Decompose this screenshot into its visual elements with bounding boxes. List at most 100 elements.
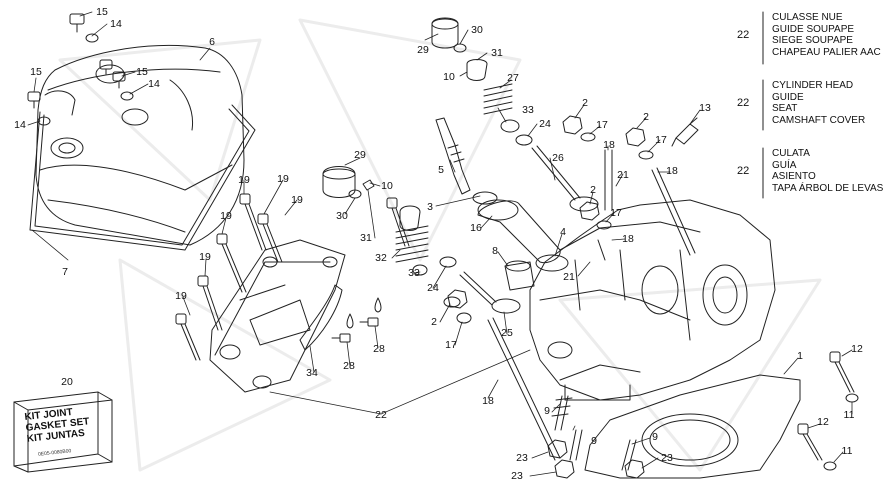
legend-line: TAPA ÁRBOL DE LEVAS xyxy=(772,182,884,194)
callout-label: 5 xyxy=(438,164,444,176)
callout-label: 17 xyxy=(445,339,457,351)
callout-label: 28 xyxy=(373,343,385,355)
callout-label: 30 xyxy=(336,210,348,222)
legend-line: CYLINDER HEAD xyxy=(772,80,854,91)
callout-label: 15 xyxy=(30,66,42,78)
callout-label: 28 xyxy=(343,360,355,372)
callout-label: 19 xyxy=(220,210,232,222)
callout-label: 17 xyxy=(596,119,608,131)
callout-label: 9 xyxy=(591,435,597,447)
callout-label: 13 xyxy=(699,102,711,114)
callout-label: 23 xyxy=(516,452,528,464)
callout-label: 24 xyxy=(539,118,551,130)
legend-line: CULASSE NUE xyxy=(772,12,843,23)
cover-gasket-inner xyxy=(34,108,250,246)
callout-label: 11 xyxy=(841,445,853,457)
head-studs xyxy=(487,149,696,461)
callout-label: 18 xyxy=(603,139,615,151)
callout-label: 26 xyxy=(552,152,564,164)
callout-label: 24 xyxy=(427,282,439,294)
cylinder-head xyxy=(529,199,776,401)
legend-line: GUÍA xyxy=(772,159,797,171)
callout-label: 3 xyxy=(427,201,433,213)
callout-label: 27 xyxy=(507,72,519,84)
callout-label: 12 xyxy=(851,343,863,355)
callout-label: 6 xyxy=(209,36,215,48)
callout-label: 22 xyxy=(375,409,387,421)
nuts-and-washers xyxy=(447,115,654,309)
callout-label: 17 xyxy=(655,134,667,146)
callout-label: 10 xyxy=(443,71,455,83)
callout-label: 2 xyxy=(590,184,596,196)
gasket-kit-box xyxy=(13,391,113,473)
callout-label: 20 xyxy=(61,376,73,388)
callout-label: 18 xyxy=(666,165,678,177)
callout-label: 32 xyxy=(375,252,387,264)
base-gasket xyxy=(584,374,801,479)
callout-label: 1 xyxy=(797,350,803,362)
legend-line: ASIENTO xyxy=(772,171,816,182)
callout-label: 23 xyxy=(511,470,523,482)
legend-english: 22 CYLINDER HEAD GUIDE SEAT CAMSHAFT COV… xyxy=(737,80,887,136)
legend-line: SIEGE SOUPAPE xyxy=(772,35,853,46)
callout-label: 4 xyxy=(560,226,566,238)
legend-line: CULATA xyxy=(772,148,810,159)
callout-label: 18 xyxy=(482,395,494,407)
callout-label: 23 xyxy=(661,452,673,464)
callout-label: 15 xyxy=(136,66,148,78)
legend-line: CAMSHAFT COVER xyxy=(772,114,866,126)
legend-line: GUIDE xyxy=(772,91,804,103)
callout-label: 2 xyxy=(643,111,649,123)
callout-label: 12 xyxy=(817,416,829,428)
callout-label: 9 xyxy=(544,405,550,417)
callout-label: 21 xyxy=(563,271,575,283)
side-bolts xyxy=(797,351,859,471)
temperature-sensor xyxy=(671,117,699,147)
legend-line: GUIDE SOUPAPE xyxy=(772,23,855,35)
exhaust-valve xyxy=(443,271,521,324)
callout-label: 14 xyxy=(14,119,26,131)
callout-label: 7 xyxy=(62,266,68,278)
callout-label: 17 xyxy=(610,207,622,219)
legend-number: 22 xyxy=(737,29,750,41)
legend-spanish: 22 CULATA GUÍA ASIENTO TAPA ÁRBOL DE LEV… xyxy=(737,148,887,204)
callout-label: 11 xyxy=(843,409,855,421)
cap-bolts xyxy=(175,193,410,361)
callout-label: 9 xyxy=(652,431,658,443)
leader-lines xyxy=(27,11,853,477)
callout-label: 30 xyxy=(471,24,483,36)
callout-label: 19 xyxy=(175,290,187,302)
callout-label: 19 xyxy=(199,251,211,263)
callout-label: 15 xyxy=(96,6,108,18)
callout-label: 25 xyxy=(501,327,513,339)
callout-label: 29 xyxy=(354,149,366,161)
callout-label: 14 xyxy=(148,78,160,90)
callout-label: 29 xyxy=(417,44,429,56)
callout-label: 21 xyxy=(617,169,629,181)
legend-number: 22 xyxy=(737,97,750,109)
callout-label: 19 xyxy=(277,173,289,185)
valve-train-right xyxy=(431,17,599,212)
callout-label: 33 xyxy=(522,104,534,116)
legend-french: 22 CULASSE NUE GUIDE SOUPAPE SIEGE SOUPA… xyxy=(737,12,887,68)
cover-gasket xyxy=(29,104,256,251)
legend-line: CHAPEAU PALIER AAC xyxy=(772,46,881,58)
watermark xyxy=(58,18,822,472)
callout-label: 18 xyxy=(622,233,634,245)
callout-label: 16 xyxy=(470,222,482,234)
callout-label: 2 xyxy=(431,316,437,328)
callout-label: 19 xyxy=(238,174,250,186)
cover-bolts xyxy=(27,13,134,126)
callout-label: 31 xyxy=(360,232,372,244)
gasket-kit-label: KIT JOINT GASKET SET KIT JUNTAS xyxy=(24,405,91,445)
legend-number: 22 xyxy=(737,165,750,177)
small-bolts xyxy=(331,297,382,343)
legend-line: SEAT xyxy=(772,103,798,114)
callout-label: 19 xyxy=(291,194,303,206)
callout-label: 8 xyxy=(492,245,498,257)
callout-label: 2 xyxy=(582,97,588,109)
valve-train-left xyxy=(322,166,457,276)
callout-label: 31 xyxy=(491,47,503,59)
